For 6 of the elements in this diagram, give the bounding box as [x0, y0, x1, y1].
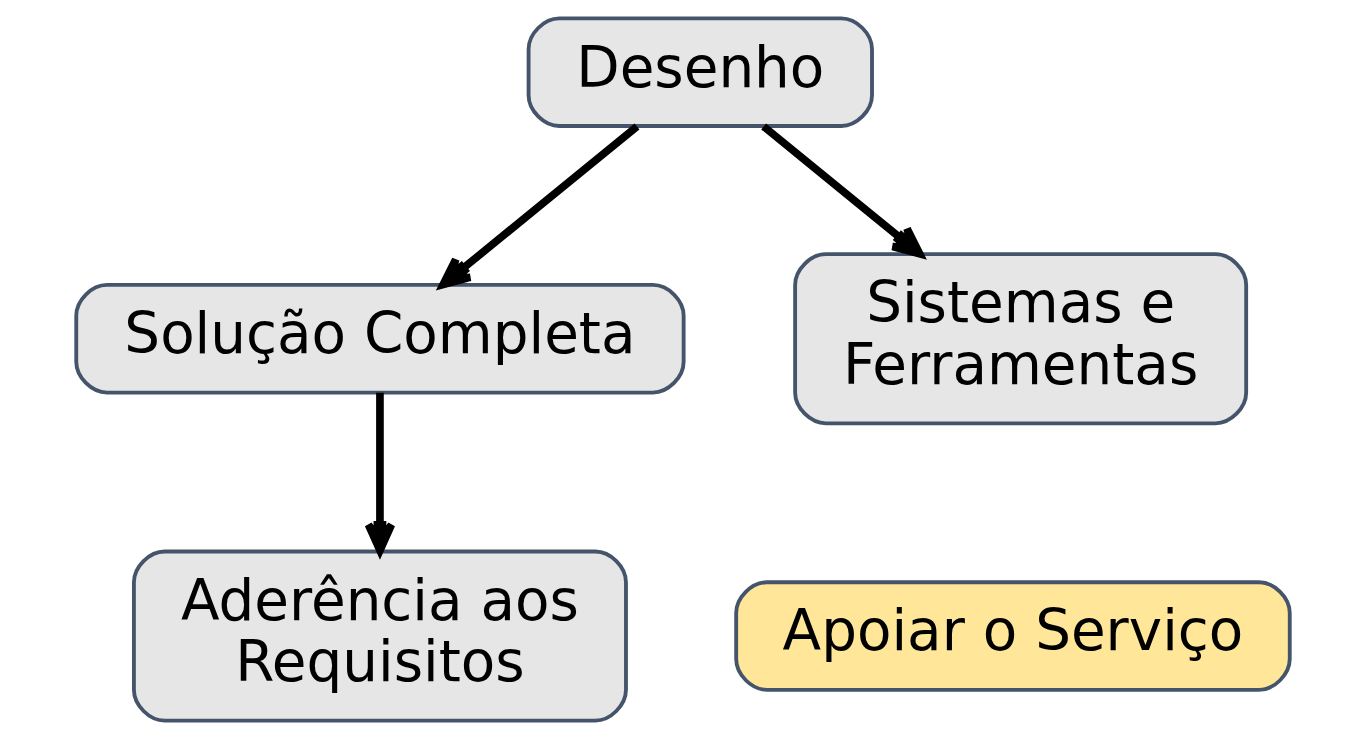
- arrow: [438, 123, 639, 289]
- node-box: Apoiar o Serviço: [733, 580, 1292, 692]
- node-box: Solução Completa: [73, 283, 686, 395]
- node-box: Aderência aos Requisitos: [131, 549, 628, 723]
- node-box: Sistemas e Ferramentas: [792, 252, 1248, 426]
- node-box: Desenho: [526, 16, 874, 128]
